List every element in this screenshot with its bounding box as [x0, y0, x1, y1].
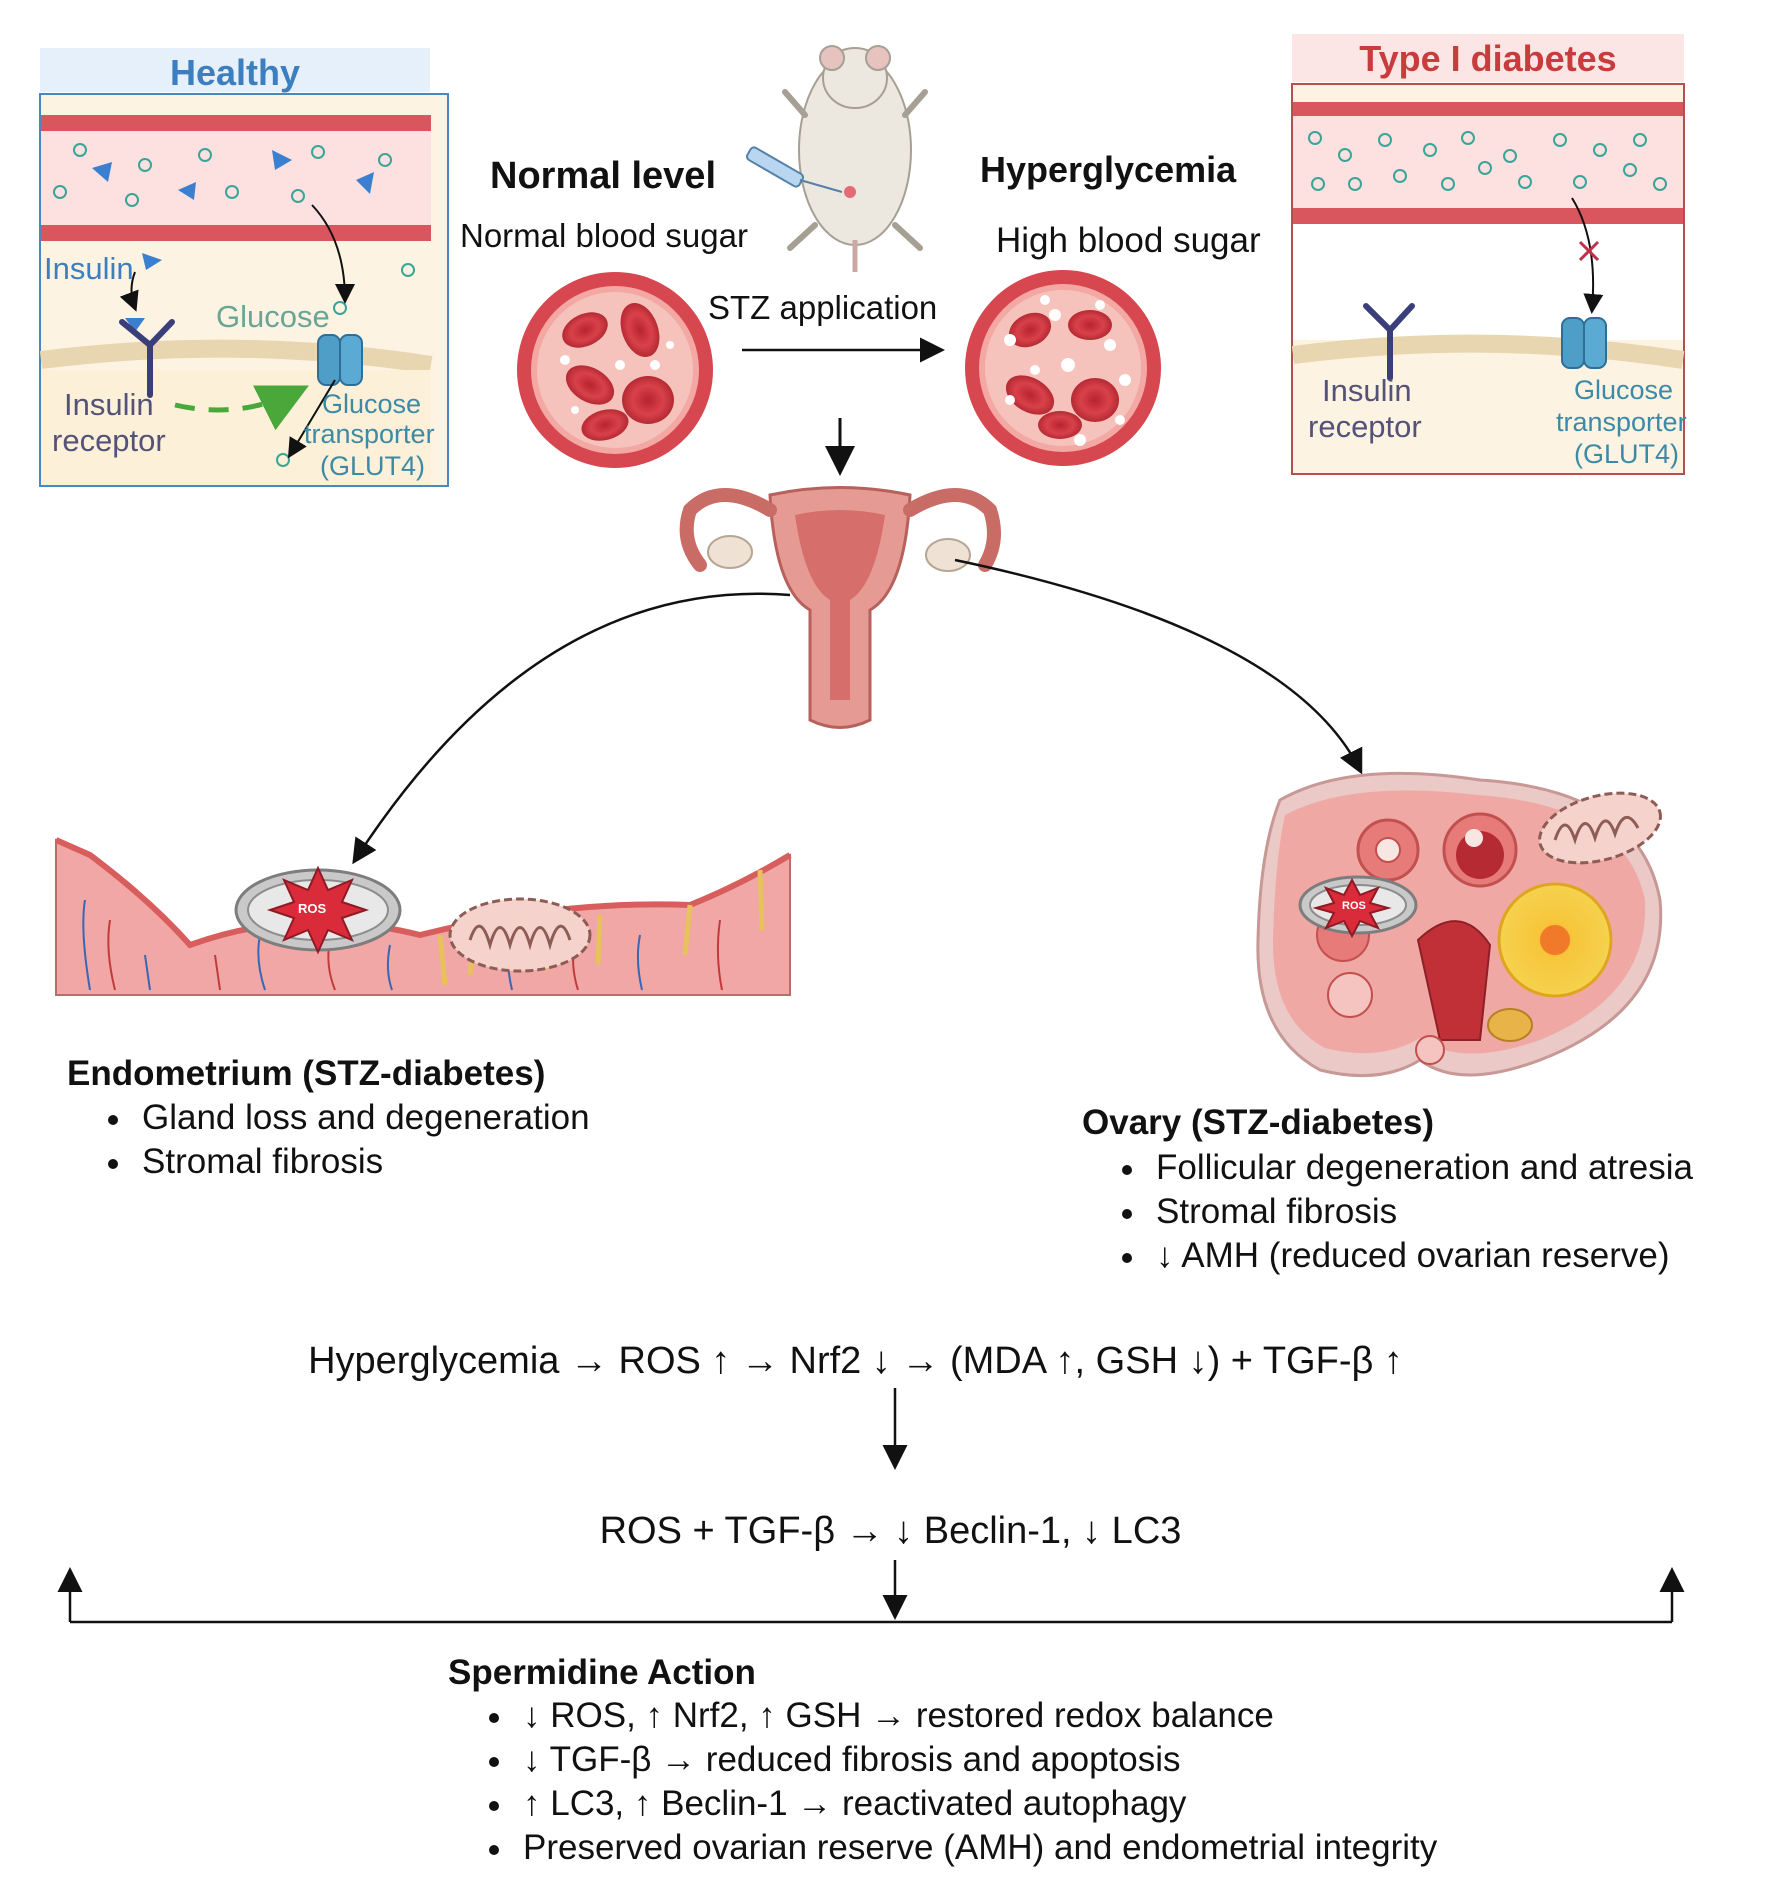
hyperglycemic-blood-vessel: [965, 270, 1161, 466]
stz-application-label: STZ application: [708, 289, 938, 326]
ovary-finding: Stromal fibrosis: [1114, 1190, 1693, 1234]
insulin-receptor-shape-diabetic: [1363, 303, 1415, 381]
ovary-finding: Follicular degeneration and atresia: [1114, 1146, 1693, 1190]
glucose-transporter-label-line2: transporter: [304, 419, 435, 449]
insulin-molecules: [92, 150, 374, 332]
endometrium-finding: Gland loss and degeneration: [100, 1096, 590, 1140]
insulin-label: Insulin: [44, 251, 134, 286]
glucose-molecules-excess: [1308, 131, 1667, 191]
ros-burst-icon: [266, 865, 370, 955]
glucose-molecules: [53, 143, 415, 467]
diabetes-title: Type I diabetes: [1359, 38, 1617, 79]
hyperglycemia-title: Hyperglycemia: [980, 149, 1237, 190]
healthy-title: Healthy: [169, 52, 301, 93]
ovary-finding: ↓ AMH (reduced ovarian reserve): [1114, 1234, 1693, 1278]
glut4-transporter-shape: [317, 334, 363, 386]
ovary-ros-label: ROS: [1342, 900, 1366, 912]
spermidine-action: ↓ ROS, ↑ Nrf2, ↑ GSH → restored redox ba…: [481, 1694, 1437, 1738]
normal-blood-vessel: [517, 272, 713, 468]
mouse-illustration: [782, 45, 928, 272]
ovary-illustration: [1256, 771, 1663, 1078]
diabetic-glucose-transporter-label-line2: transporter: [1556, 407, 1687, 437]
insulin-receptor-shape: [119, 319, 175, 398]
diabetic-insulin-receptor-label-line2: receptor: [1308, 409, 1422, 444]
spermidine-action: ↓ TGF-β → reduced fibrosis and apoptosis: [481, 1738, 1437, 1782]
endometrium-title: Endometrium (STZ-diabetes): [67, 1054, 546, 1093]
diabetic-insulin-receptor-label-line1: Insulin: [1322, 373, 1412, 408]
glut4-transporter-shape-diabetic: [1561, 317, 1607, 369]
glucose-transporter-label-line3: (GLUT4): [320, 451, 426, 481]
normal-level-title: Normal level: [490, 155, 716, 197]
diabetes-panel: [1291, 34, 1685, 475]
healthy-header-bg: [40, 48, 430, 92]
insulin-receptor-label-line2: receptor: [52, 423, 166, 458]
uterus-illustration: [679, 486, 1001, 729]
pathway-line-1: Hyperglycemia → ROS ↑ → Nrf2 ↓ → (MDA ↑,…: [308, 1340, 1403, 1382]
endometrium-finding: Stromal fibrosis: [100, 1140, 590, 1184]
spermidine-action: Preserved ovarian reserve (AMH) and endo…: [481, 1826, 1437, 1870]
endometrium-findings-list: Gland loss and degeneration Stromal fibr…: [100, 1096, 590, 1184]
healthy-panel: [39, 48, 449, 487]
high-blood-sugar-label: High blood sugar: [996, 221, 1261, 260]
spermidine-actions-list: ↓ ROS, ↑ Nrf2, ↑ GSH → restored redox ba…: [481, 1694, 1437, 1870]
normal-blood-sugar-label: Normal blood sugar: [460, 217, 748, 254]
syringe-icon: [745, 146, 843, 193]
insulin-receptor-label-line1: Insulin: [64, 387, 154, 422]
ovary-title: Ovary (STZ-diabetes): [1082, 1103, 1435, 1142]
spermidine-action: ↑ LC3, ↑ Beclin-1 → reactivated autophag…: [481, 1782, 1437, 1826]
glucose-transporter-label-line1: Glucose: [322, 389, 422, 419]
glucose-label: Glucose: [216, 299, 330, 334]
endometrium-ros-label: ROS: [298, 901, 327, 916]
endometrium-illustration: [54, 837, 792, 996]
ros-burst-icon-ovary: [1312, 877, 1392, 939]
diabetes-header-bg: [1292, 34, 1684, 82]
spermidine-title: Spermidine Action: [448, 1653, 756, 1692]
diabetic-glucose-transporter-label-line1: Glucose: [1574, 375, 1674, 405]
pathway-line-2: ROS + TGF-β → ↓ Beclin-1, ↓ LC3: [599, 1510, 1182, 1552]
ovary-findings-list: Follicular degeneration and atresia Stro…: [1114, 1146, 1693, 1278]
blocked-x-icon: [1578, 240, 1600, 262]
diabetic-glucose-transporter-label-line3: (GLUT4): [1574, 439, 1680, 469]
